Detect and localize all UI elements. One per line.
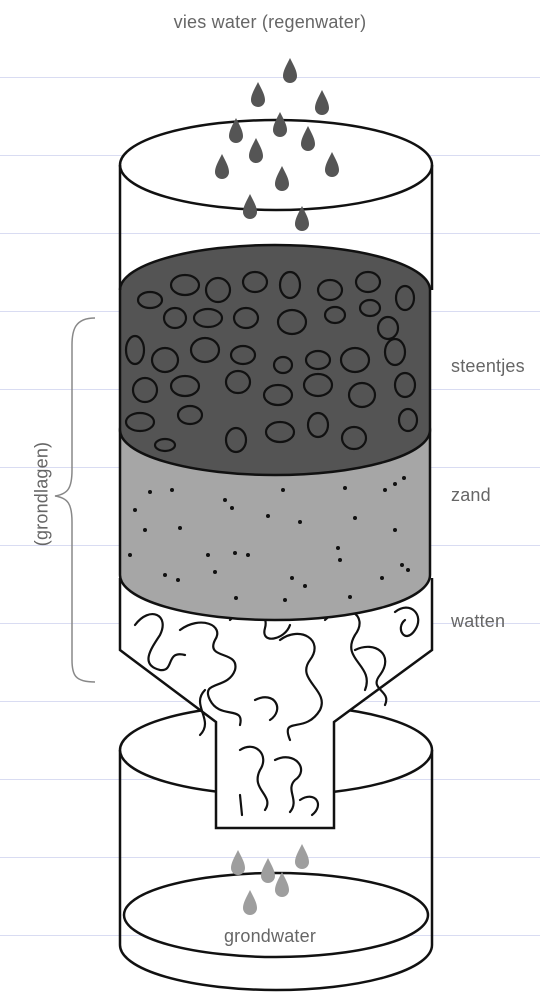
soil-layers-brace	[54, 317, 96, 683]
cotton-label: watten	[451, 611, 506, 631]
stones-layer	[118, 243, 432, 477]
sand-label: zand	[451, 485, 491, 505]
soil-layers-label: (grondlagen)	[31, 441, 52, 547]
groundwater-label: grondwater	[223, 926, 317, 946]
stones-label: steentjes	[451, 356, 525, 376]
groundwater-surface	[122, 871, 430, 959]
diagram-title: vies water (regenwater)	[173, 12, 367, 32]
